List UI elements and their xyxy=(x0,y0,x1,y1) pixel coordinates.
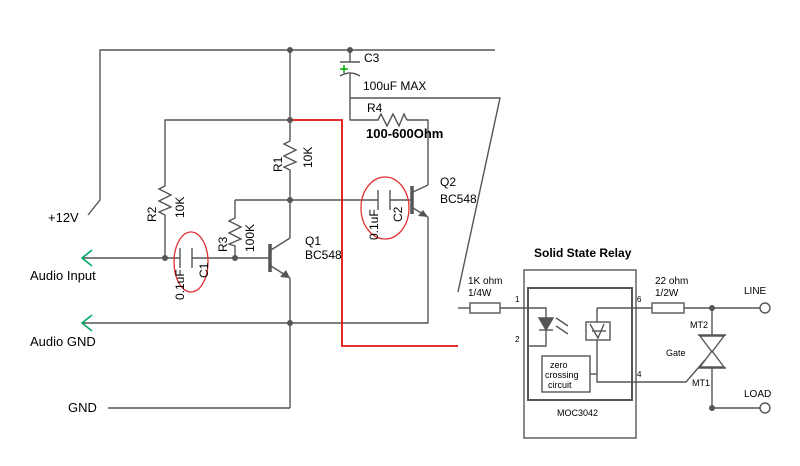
pin-2: 2 xyxy=(515,335,520,344)
ssr xyxy=(523,269,637,439)
label-gnd: GND xyxy=(68,400,97,415)
wire-c3-ssr xyxy=(350,97,501,293)
junction-dot xyxy=(232,255,238,261)
junction-dot xyxy=(287,47,293,53)
arrow-left-icon xyxy=(80,314,93,332)
ssr-outline xyxy=(523,269,637,439)
label-r4-name: R4 xyxy=(367,101,383,115)
label-c3-value: 100uF MAX xyxy=(363,79,426,93)
label-load: LOAD xyxy=(744,389,771,400)
label-mt2: MT2 xyxy=(690,320,708,330)
label-22ohm-power: 1/2W xyxy=(655,288,679,299)
junction-dot xyxy=(709,305,715,311)
label-gate: Gate xyxy=(666,348,686,358)
resistor-r3 xyxy=(227,215,243,248)
terminal-line-icon xyxy=(759,302,771,314)
circle-mark-c2 xyxy=(360,176,410,240)
q1-collector xyxy=(270,237,291,251)
led-anode-wire xyxy=(528,307,547,318)
wire-r2-top xyxy=(164,119,290,183)
junction-dot xyxy=(709,405,715,411)
pin-6: 6 xyxy=(637,295,642,304)
label-q1-type: BC548 xyxy=(305,248,342,262)
label-c2-name: C2 xyxy=(391,206,405,222)
labels: +12V Audio Input Audio GND GND C3 100uF … xyxy=(30,51,771,418)
wire-audio-gnd xyxy=(82,217,429,324)
led-cathode-wire xyxy=(528,330,547,347)
resistor-r1 xyxy=(282,138,298,172)
label-r3-name: R3 xyxy=(216,236,230,252)
junction-dot xyxy=(347,47,353,53)
q2-emitter-arrow-icon xyxy=(418,210,428,217)
junction-dot xyxy=(287,197,293,203)
resistors xyxy=(157,112,685,314)
wire-12v-feed xyxy=(87,49,290,216)
plus-icon xyxy=(340,65,348,73)
resistor-r2 xyxy=(157,183,173,218)
junction-dot xyxy=(287,320,293,326)
label-audio-input: Audio Input xyxy=(30,268,96,283)
terminals xyxy=(759,302,771,414)
ssr-title: Solid State Relay xyxy=(534,246,632,260)
label-c2-value: 0.1uF xyxy=(367,209,381,240)
junction-dot xyxy=(162,255,168,261)
wires xyxy=(82,49,760,409)
annotation-circles xyxy=(173,176,410,293)
label-c1-name: C1 xyxy=(197,262,211,278)
resistor-22ohm xyxy=(651,302,685,314)
label-audio-gnd: Audio GND xyxy=(30,334,96,349)
light-ray xyxy=(555,325,569,335)
label-1k: 1K ohm xyxy=(468,276,502,287)
led-icon xyxy=(537,317,555,332)
label-r2-name: R2 xyxy=(145,206,159,222)
pin-4: 4 xyxy=(637,370,642,379)
junction-dot xyxy=(287,117,293,123)
label-mt1: MT1 xyxy=(692,378,710,388)
diac-bottom-wire xyxy=(596,340,632,383)
label-r2-value: 10K xyxy=(173,197,187,218)
label-r3-value: 100K xyxy=(243,224,257,252)
label-r4-value: 100-600Ohm xyxy=(366,126,443,141)
net-arrows xyxy=(80,249,93,332)
label-12v: +12V xyxy=(48,210,79,225)
wire-c3-r4 xyxy=(349,74,375,121)
label-q1-name: Q1 xyxy=(305,234,321,248)
label-r1-value: 10K xyxy=(301,147,315,168)
label-c1-value: 0.1uF xyxy=(173,269,187,300)
transistor-q2 xyxy=(410,184,429,218)
junctions xyxy=(162,47,715,411)
terminal-load-icon xyxy=(759,402,771,414)
circle-mark-c1 xyxy=(173,231,209,293)
pin-1: 1 xyxy=(515,295,520,304)
diac-shape xyxy=(589,323,605,340)
label-22ohm: 22 ohm xyxy=(655,276,688,287)
diac-icon xyxy=(585,321,611,341)
arrow-left-icon xyxy=(80,249,93,267)
label-1k-power: 1/4W xyxy=(468,288,492,299)
resistor-r4 xyxy=(375,112,408,128)
resistor-1k xyxy=(469,302,501,314)
capacitors xyxy=(179,61,391,268)
label-q2-type: BC548 xyxy=(440,192,477,206)
zc-line2: crossing xyxy=(545,370,579,380)
triac-down-icon xyxy=(698,335,726,354)
wire-r4-right xyxy=(407,119,429,185)
highlight-wire xyxy=(290,119,458,347)
label-moc: MOC3042 xyxy=(557,408,598,418)
label-r1-name: R1 xyxy=(271,156,285,172)
moc-package xyxy=(527,287,633,401)
light-ray xyxy=(555,317,569,327)
label-c3-name: C3 xyxy=(364,51,380,65)
label-q2-name: Q2 xyxy=(440,175,456,189)
triac-up-icon xyxy=(698,349,726,368)
label-line: LINE xyxy=(744,286,767,297)
capacitor-c3-plate-bottom xyxy=(339,72,361,77)
zc-line3: circuit xyxy=(548,380,572,390)
q2-collector xyxy=(412,184,429,193)
zc-line1: zero xyxy=(550,360,568,370)
q1-emitter-arrow-icon xyxy=(280,270,290,278)
triac xyxy=(698,334,726,369)
